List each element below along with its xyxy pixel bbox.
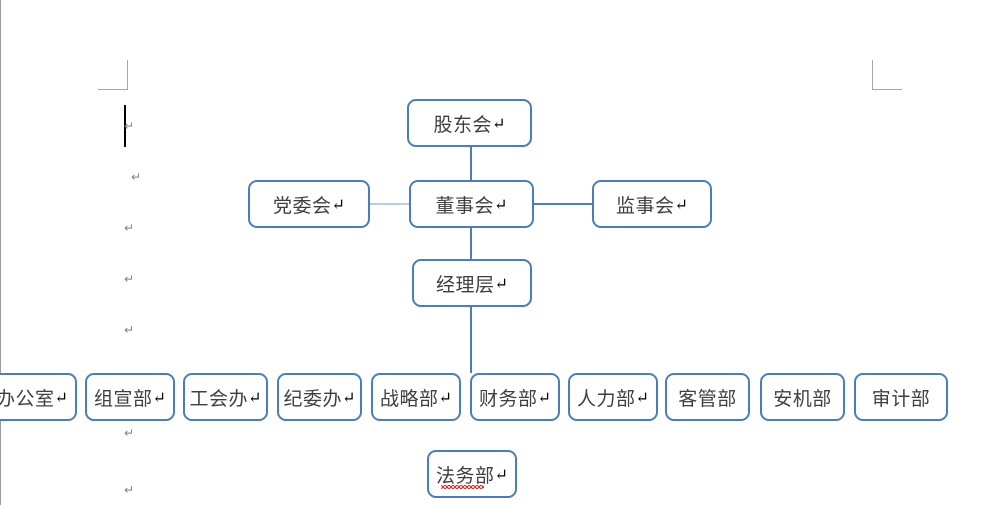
connector-shareholders-to-board [470,147,472,180]
org-node-legal-affairs-dept[interactable]: 法务部↵ [427,450,517,498]
paragraph-mark: ↵ [124,221,135,235]
connector-board-to-party [370,203,412,205]
org-node-party-committee[interactable]: 党委会↵ [248,180,370,228]
paragraph-mark: ↵ [124,272,135,286]
connector-board-to-management [470,228,472,261]
org-node-label: 经理层 [436,273,495,296]
page-left-border [0,0,1,505]
org-node-shareholders-meeting[interactable]: 股东会↵ [407,99,532,147]
paragraph-mark: ↵ [492,113,506,133]
paragraph-mark: ↵ [494,273,508,293]
org-node-finance-dept[interactable]: 财务部↵ [470,373,560,421]
org-node-audit-dept[interactable]: 审计部 [854,373,948,421]
paragraph-mark: ↵ [248,387,262,407]
connector-management-to-departments [470,307,472,373]
paragraph-mark: ↵ [54,387,68,407]
paragraph-mark: ↵ [152,387,166,407]
org-node-strategy-dept[interactable]: 战略部↵ [371,373,461,421]
org-node-label: 党委会 [273,194,332,217]
org-node-board-of-directors[interactable]: 董事会↵ [409,180,534,228]
org-node-label: 审计部 [871,387,931,410]
org-node-label: 人力部 [577,387,636,410]
org-node-label: 纪委办 [283,387,343,410]
paragraph-mark: ↵ [124,323,135,337]
org-node-label: 组宣部 [94,387,153,410]
paragraph-mark: ↵ [331,194,345,214]
org-node-human-resources-dept[interactable]: 人力部↵ [568,373,658,421]
org-node-label: 工会办 [189,387,249,410]
margin-mark-top-right [872,60,902,90]
connector-board-to-supervisors [533,203,594,205]
org-node-board-of-supervisors[interactable]: 监事会↵ [592,180,712,228]
org-node-label: 股东会 [433,113,493,136]
org-node-discipline-inspection-office[interactable]: 纪委办↵ [277,373,362,421]
paragraph-mark: ↵ [537,387,551,407]
org-node-safety-machinery-dept[interactable]: 安机部 [760,373,845,421]
org-node-label: 监事会 [616,194,675,217]
paragraph-mark: ↵ [124,426,135,440]
org-node-label: 董事会 [435,194,495,217]
paragraph-mark: ↵ [124,119,135,133]
paragraph-mark: ↵ [494,194,508,214]
org-node-label: 法务部 [436,461,495,489]
org-node-management-layer[interactable]: 经理层↵ [412,259,532,307]
paragraph-mark: ↵ [438,387,452,407]
paragraph-mark: ↵ [635,387,649,407]
org-node-organization-publicity-dept[interactable]: 组宣部↵ [85,373,175,421]
org-node-office[interactable]: 办公室↵ [0,373,77,421]
org-node-labor-union-office[interactable]: 工会办↵ [183,373,268,421]
org-node-customer-management-dept[interactable]: 客管部 [665,373,750,421]
paragraph-mark: ↵ [494,464,508,484]
org-node-label: 办公室 [0,387,55,410]
org-node-label: 安机部 [773,387,832,410]
margin-mark-top-left [98,60,128,90]
paragraph-mark: ↵ [131,170,142,184]
org-node-label: 战略部 [380,387,439,410]
paragraph-mark: ↵ [124,483,135,497]
paragraph-mark: ↵ [342,387,356,407]
text-caret[interactable] [124,105,126,147]
paragraph-mark: ↵ [674,194,688,214]
org-node-label: 客管部 [678,387,737,410]
org-node-label: 财务部 [479,387,538,410]
